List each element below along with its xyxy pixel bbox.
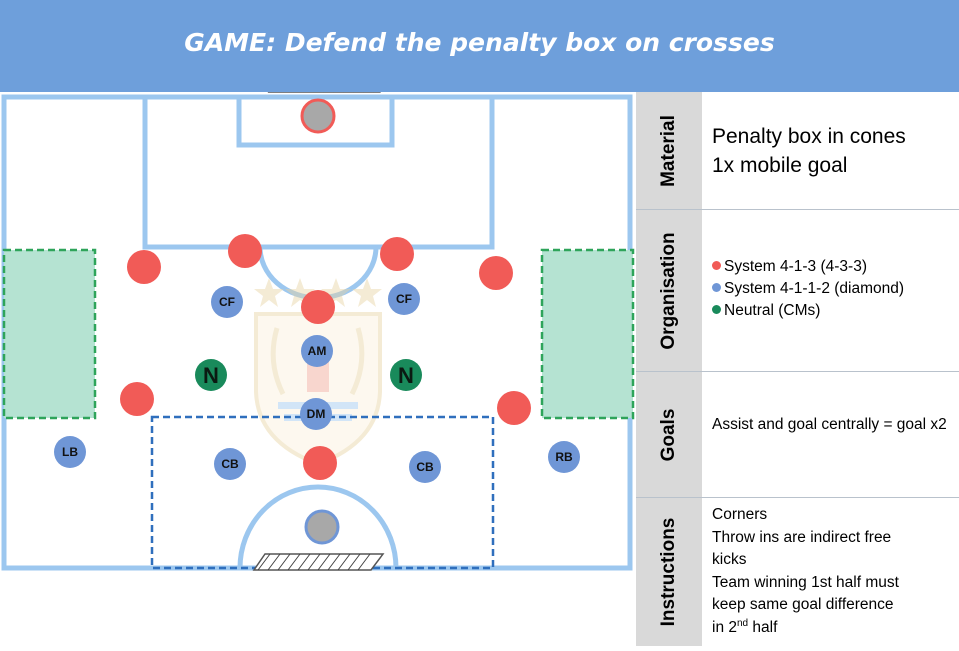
legend-item-green: Neutral (CMs)	[712, 300, 904, 322]
blue-team: CF CF AM DM LB RB CB CB	[54, 283, 580, 483]
goal-area	[236, 94, 395, 148]
right-wide-zone	[540, 248, 635, 420]
blue-label: CF	[219, 295, 235, 309]
red-player	[497, 391, 531, 425]
organisation-body: System 4-1-3 (4-3-3) System 4-1-1-2 (dia…	[704, 210, 959, 371]
neutral-label: N	[203, 363, 219, 388]
instructions-heading-cell: Instructions	[636, 498, 704, 646]
blue-label: LB	[62, 445, 78, 459]
red-player	[127, 250, 161, 284]
blue-label: DM	[307, 407, 326, 421]
page-title: GAME: Defend the penalty box on crosses	[184, 28, 775, 57]
neutral-label: N	[398, 363, 414, 388]
left-wide-zone	[2, 248, 97, 420]
instruction-line-last: in 2nd half	[712, 617, 778, 636]
neutral-player-right	[390, 359, 422, 391]
instruction-line: kicks	[712, 551, 747, 568]
blue-player-lb	[54, 436, 86, 468]
instruction-line: keep same goal difference	[712, 596, 894, 613]
red-player	[479, 256, 513, 290]
blue-player-cf-left	[211, 286, 243, 318]
instructions-heading: Instructions	[658, 517, 679, 627]
goals-text: Assist and goal centrally = goal x2	[712, 416, 947, 433]
pitch-diagram: CF CF AM DM LB RB CB CB N N	[0, 75, 636, 646]
goals-heading-cell: Goals	[636, 372, 704, 497]
neutral-player-left	[195, 359, 227, 391]
red-player	[380, 237, 414, 271]
blue-player-cb-left	[214, 448, 246, 480]
goals-body: Assist and goal centrally = goal x2	[704, 372, 959, 497]
goals-heading: Goals	[658, 408, 679, 461]
material-line: Penalty box in cones	[712, 125, 906, 148]
blue-label: CF	[396, 292, 412, 306]
blue-player-cb-right	[409, 451, 441, 483]
material-heading-cell: Material	[636, 92, 704, 209]
green-dot-icon	[712, 305, 721, 314]
red-player	[120, 382, 154, 416]
instruction-line: Team winning 1st half must	[712, 573, 899, 591]
instruction-line: Throw ins are indirect free	[712, 528, 892, 546]
blue-label: CB	[221, 457, 239, 471]
blue-player-am	[301, 335, 333, 367]
material-body: Penalty box in cones 1x mobile goal	[704, 92, 959, 209]
blue-label: RB	[555, 450, 573, 464]
organisation-heading: Organisation	[658, 231, 679, 350]
material-heading: Material	[658, 114, 679, 187]
legend-item-red: System 4-1-3 (4-3-3)	[712, 256, 904, 278]
red-player	[303, 446, 337, 480]
neutral-players: N N	[195, 359, 422, 391]
red-team	[120, 234, 531, 480]
goals-row: Goals Assist and goal centrally = goal x…	[636, 372, 959, 498]
material-line: 1x mobile goal	[712, 154, 848, 177]
blue-label: AM	[308, 344, 327, 358]
instructions-row: Instructions Corners Throw ins are indir…	[636, 498, 959, 646]
red-dot-icon	[712, 261, 721, 270]
red-player	[301, 290, 335, 324]
legend-item-blue: System 4-1-1-2 (diamond)	[712, 278, 904, 300]
red-player	[228, 234, 262, 268]
header-bar: GAME: Defend the penalty box on crosses	[0, 0, 959, 92]
organisation-row: Organisation System 4-1-3 (4-3-3) System…	[636, 210, 959, 372]
material-row: Material Penalty box in cones 1x mobile …	[636, 92, 959, 210]
blue-dot-icon	[712, 283, 721, 292]
goalkeeper-top	[300, 98, 336, 134]
organisation-heading-cell: Organisation	[636, 210, 704, 371]
blue-player-dm	[300, 398, 332, 430]
bottom-goal	[252, 553, 385, 571]
goalkeeper-bottom	[304, 509, 340, 545]
instructions-body: Corners Throw ins are indirect free kick…	[704, 498, 959, 646]
blue-label: CB	[416, 460, 434, 474]
blue-player-rb	[548, 441, 580, 473]
info-panel: Material Penalty box in cones 1x mobile …	[636, 92, 959, 646]
blue-player-cf-right	[388, 283, 420, 315]
centre-arc	[237, 484, 399, 569]
instruction-line: Corners	[712, 506, 768, 523]
